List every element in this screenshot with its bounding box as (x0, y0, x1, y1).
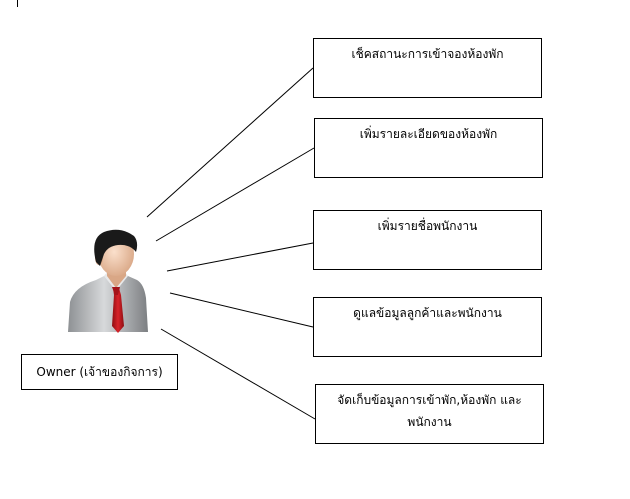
use-case-label: เช็คสถานะการเข้าจองห้องพัก (351, 47, 504, 61)
use-case-add-employee-names: เพิ่มรายชื่อพนักงาน (313, 210, 542, 270)
actor-label-owner: Owner (เจ้าของกิจการ) (21, 354, 178, 390)
connector-line-3 (166, 242, 314, 272)
connector-line-2 (155, 147, 315, 242)
use-case-manage-customer-employee-data: ดูแลข้อมูลลูกค้าและพนักงาน (313, 297, 542, 357)
businessman-icon (68, 229, 148, 333)
use-case-label: ดูแลข้อมูลลูกค้าและพนักงาน (353, 306, 502, 320)
connector-line-4 (169, 292, 314, 328)
text-cursor (17, 0, 18, 7)
use-case-label-line-1: จัดเก็บข้อมูลการเข้าพัก,ห้องพัก และ (337, 393, 522, 407)
connector-line-5 (160, 328, 316, 420)
use-case-add-room-details: เพิ่มรายละเอียดของห้องพัก (314, 118, 543, 178)
use-case-label: เพิ่มรายละเอียดของห้องพัก (359, 127, 498, 141)
use-case-label-line-2: พนักงาน (407, 415, 452, 429)
connector-line-1 (146, 67, 314, 218)
use-case-check-booking-status: เช็คสถานะการเข้าจองห้องพัก (313, 38, 542, 98)
use-case-label: เพิ่มรายชื่อพนักงาน (377, 219, 478, 233)
use-case-store-stay-room-employee-data: จัดเก็บข้อมูลการเข้าพัก,ห้องพัก และ พนัก… (315, 384, 544, 444)
